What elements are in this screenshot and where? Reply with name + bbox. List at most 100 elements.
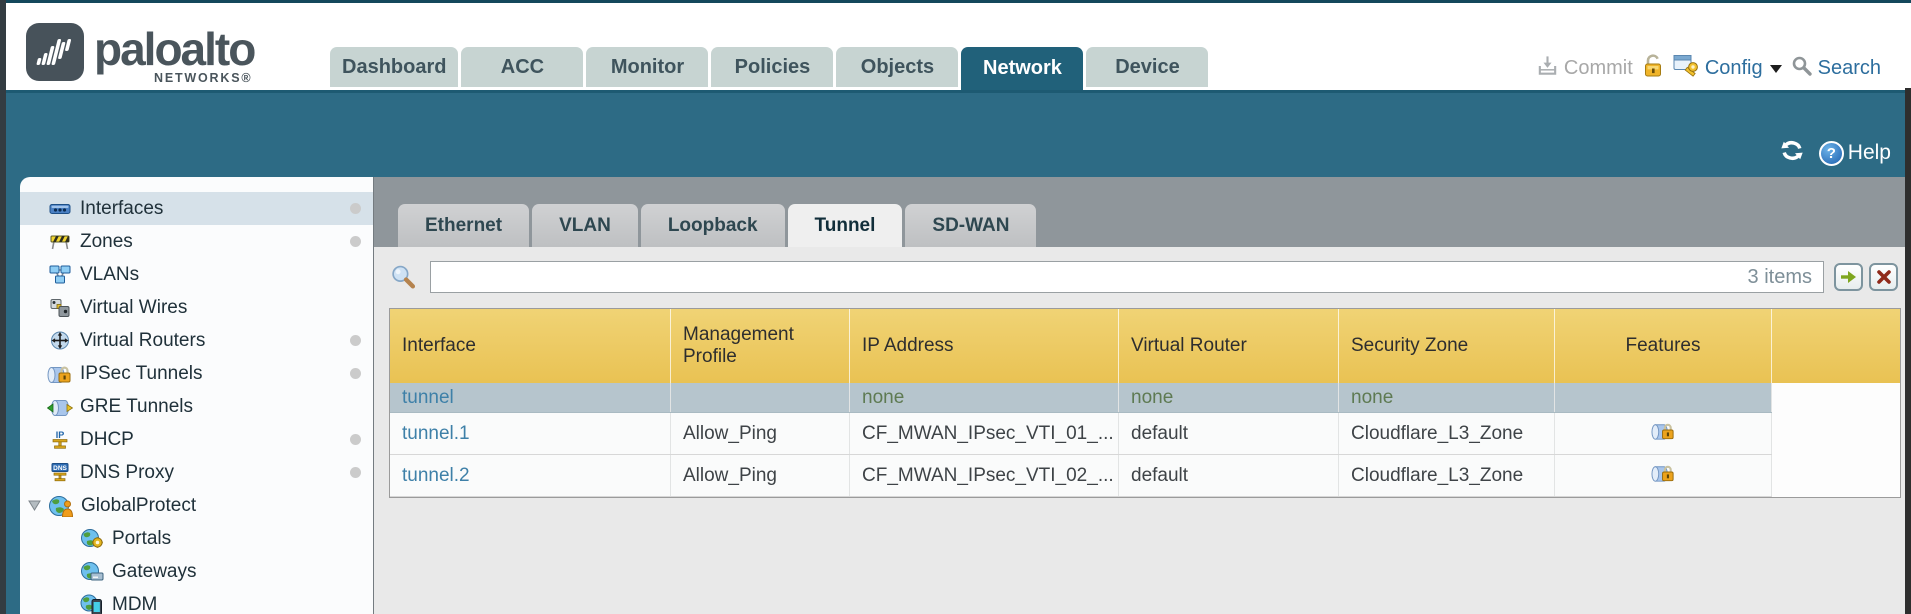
table-gutter [1772, 383, 1900, 497]
sidebar-item-label: DNS Proxy [80, 461, 174, 483]
config-icon [1673, 53, 1700, 84]
refresh-button[interactable] [1778, 138, 1806, 168]
cell-security-zone: Cloudflare_L3_Zone [1339, 455, 1555, 496]
cell-ip-address: CF_MWAN_IPsec_VTI_02_... [850, 455, 1119, 496]
page-body: Interfaces Zones [6, 177, 1905, 614]
right-window-edge [1905, 88, 1911, 614]
svg-text:IP: IP [55, 430, 64, 440]
interface-link[interactable]: tunnel [402, 386, 454, 408]
cell-virtual-router: default [1119, 413, 1339, 454]
vlans-icon [46, 263, 73, 287]
sidebar-item-label: GlobalProtect [81, 494, 197, 516]
lock-icon [1642, 53, 1664, 84]
col-header-spacer [1772, 309, 1900, 383]
sidebar-item-mdm[interactable]: MDM [20, 588, 373, 614]
top-border-line [0, 0, 1911, 3]
expander-triangle-icon[interactable] [28, 500, 47, 511]
sidebar-item-portals[interactable]: Portals [20, 522, 373, 555]
col-header-features[interactable]: Features [1555, 309, 1772, 383]
sidebar-item-virtual-wires[interactable]: Virtual Wires [20, 291, 373, 324]
nav-tab-acc[interactable]: ACC [461, 47, 584, 87]
commit-button[interactable]: Commit [1536, 54, 1633, 83]
search-button[interactable]: Search [1791, 55, 1881, 83]
tab-loopback[interactable]: Loopback [640, 204, 785, 247]
interface-type-tabs: Ethernet VLAN Loopback Tunnel SD-WAN [398, 204, 1037, 247]
interface-link[interactable]: tunnel.1 [402, 422, 470, 444]
cell-virtual-router: none [1131, 386, 1174, 408]
cell-virtual-router: default [1119, 455, 1339, 496]
sidebar-item-label: Zones [80, 230, 133, 252]
status-dot [350, 335, 361, 346]
gateways-icon [78, 560, 105, 584]
help-button[interactable]: ? Help [1818, 140, 1891, 166]
tab-sdwan[interactable]: SD-WAN [905, 204, 1037, 247]
col-header-virtual-router[interactable]: Virtual Router [1119, 309, 1339, 383]
lock-button[interactable] [1642, 53, 1664, 84]
tab-ethernet[interactable]: Ethernet [398, 204, 530, 247]
help-label: Help [1847, 141, 1891, 164]
config-dropdown[interactable]: Config [1673, 53, 1782, 84]
col-header-interface[interactable]: Interface [390, 309, 671, 383]
sidebar-item-label: Virtual Wires [80, 296, 188, 318]
sidebar-item-ipsec-tunnels[interactable]: IPSec Tunnels [20, 357, 373, 390]
clear-filter-button[interactable] [1869, 263, 1898, 291]
sidebar-item-label: IPSec Tunnels [80, 362, 203, 384]
sidebar-item-label: VLANs [80, 263, 140, 285]
portals-icon [78, 527, 105, 551]
col-header-security-zone[interactable]: Security Zone [1339, 309, 1555, 383]
nav-tab-policies[interactable]: Policies [711, 47, 834, 87]
gre-tunnels-icon [46, 395, 73, 419]
svg-text:DNS: DNS [53, 464, 67, 471]
status-dot [350, 434, 361, 445]
sidebar-item-gateways[interactable]: Gateways [20, 555, 373, 588]
virtual-routers-icon [46, 329, 73, 353]
sidebar-item-interfaces[interactable]: Interfaces [20, 192, 373, 225]
tab-vlan[interactable]: VLAN [532, 204, 638, 247]
cell-features [1555, 383, 1772, 412]
sidebar-item-dhcp[interactable]: IP DHCP [20, 423, 373, 456]
cell-ip-address: none [862, 386, 905, 408]
paloalto-logo-icon [26, 23, 84, 81]
filter-input[interactable] [430, 261, 1824, 293]
nav-tab-dashboard[interactable]: Dashboard [330, 47, 459, 87]
sidebar-item-vlans[interactable]: VLANs [20, 258, 373, 291]
col-header-ip-address[interactable]: IP Address [850, 309, 1119, 383]
config-label: Config [1704, 57, 1763, 79]
search-label: Search [1817, 57, 1881, 79]
nav-tab-monitor[interactable]: Monitor [586, 47, 709, 87]
apply-filter-button[interactable] [1834, 263, 1863, 291]
nav-tab-device[interactable]: Device [1086, 47, 1209, 87]
sidebar-item-dns-proxy[interactable]: DNS DNS Proxy [20, 456, 373, 489]
nav-tab-objects[interactable]: Objects [836, 47, 959, 87]
main-panel: Ethernet VLAN Loopback Tunnel SD-WAN 3 i… [373, 177, 1905, 614]
sidebar-item-label: Gateways [112, 560, 197, 582]
help-icon: ? [1818, 140, 1844, 166]
interface-link[interactable]: tunnel.2 [402, 464, 470, 486]
green-arrow-icon [1841, 271, 1856, 283]
sidebar-item-zones[interactable]: Zones [20, 225, 373, 258]
ipsec-tunnels-icon [46, 362, 73, 386]
commit-label: Commit [1563, 57, 1633, 79]
status-dot [350, 203, 361, 214]
status-dot [350, 236, 361, 247]
virtual-wires-icon [46, 296, 73, 320]
sidebar-item-label: Virtual Routers [80, 329, 206, 351]
brand-subtitle: NETWORKS® [154, 71, 253, 85]
chevron-down-icon [1769, 65, 1782, 79]
sidebar-item-globalprotect[interactable]: GlobalProtect [20, 489, 373, 522]
col-header-management-profile[interactable]: Management Profile [671, 309, 850, 383]
table-row-tunnel-1[interactable]: tunnel.1 Allow_Ping CF_MWAN_IPsec_VTI_01… [390, 413, 1772, 455]
status-dot [350, 368, 361, 379]
app-header: paloalto NETWORKS® Dashboard ACC Monitor… [0, 3, 1911, 93]
sidebar-item-label: GRE Tunnels [80, 395, 193, 417]
primary-nav: Dashboard ACC Monitor Policies Objects N… [330, 47, 1209, 90]
sidebar-item-virtual-routers[interactable]: Virtual Routers [20, 324, 373, 357]
sidebar-item-label: MDM [112, 593, 158, 614]
teal-toolbar-band: ? Help [6, 93, 1905, 177]
table-row-tunnel-2[interactable]: tunnel.2 Allow_Ping CF_MWAN_IPsec_VTI_02… [390, 455, 1772, 497]
nav-tab-network[interactable]: Network [961, 47, 1084, 90]
brand-name: paloalto [94, 23, 256, 75]
table-row-tunnel[interactable]: tunnel none none none [390, 383, 1772, 413]
sidebar-item-gre-tunnels[interactable]: GRE Tunnels [20, 390, 373, 423]
tab-tunnel[interactable]: Tunnel [787, 204, 903, 247]
